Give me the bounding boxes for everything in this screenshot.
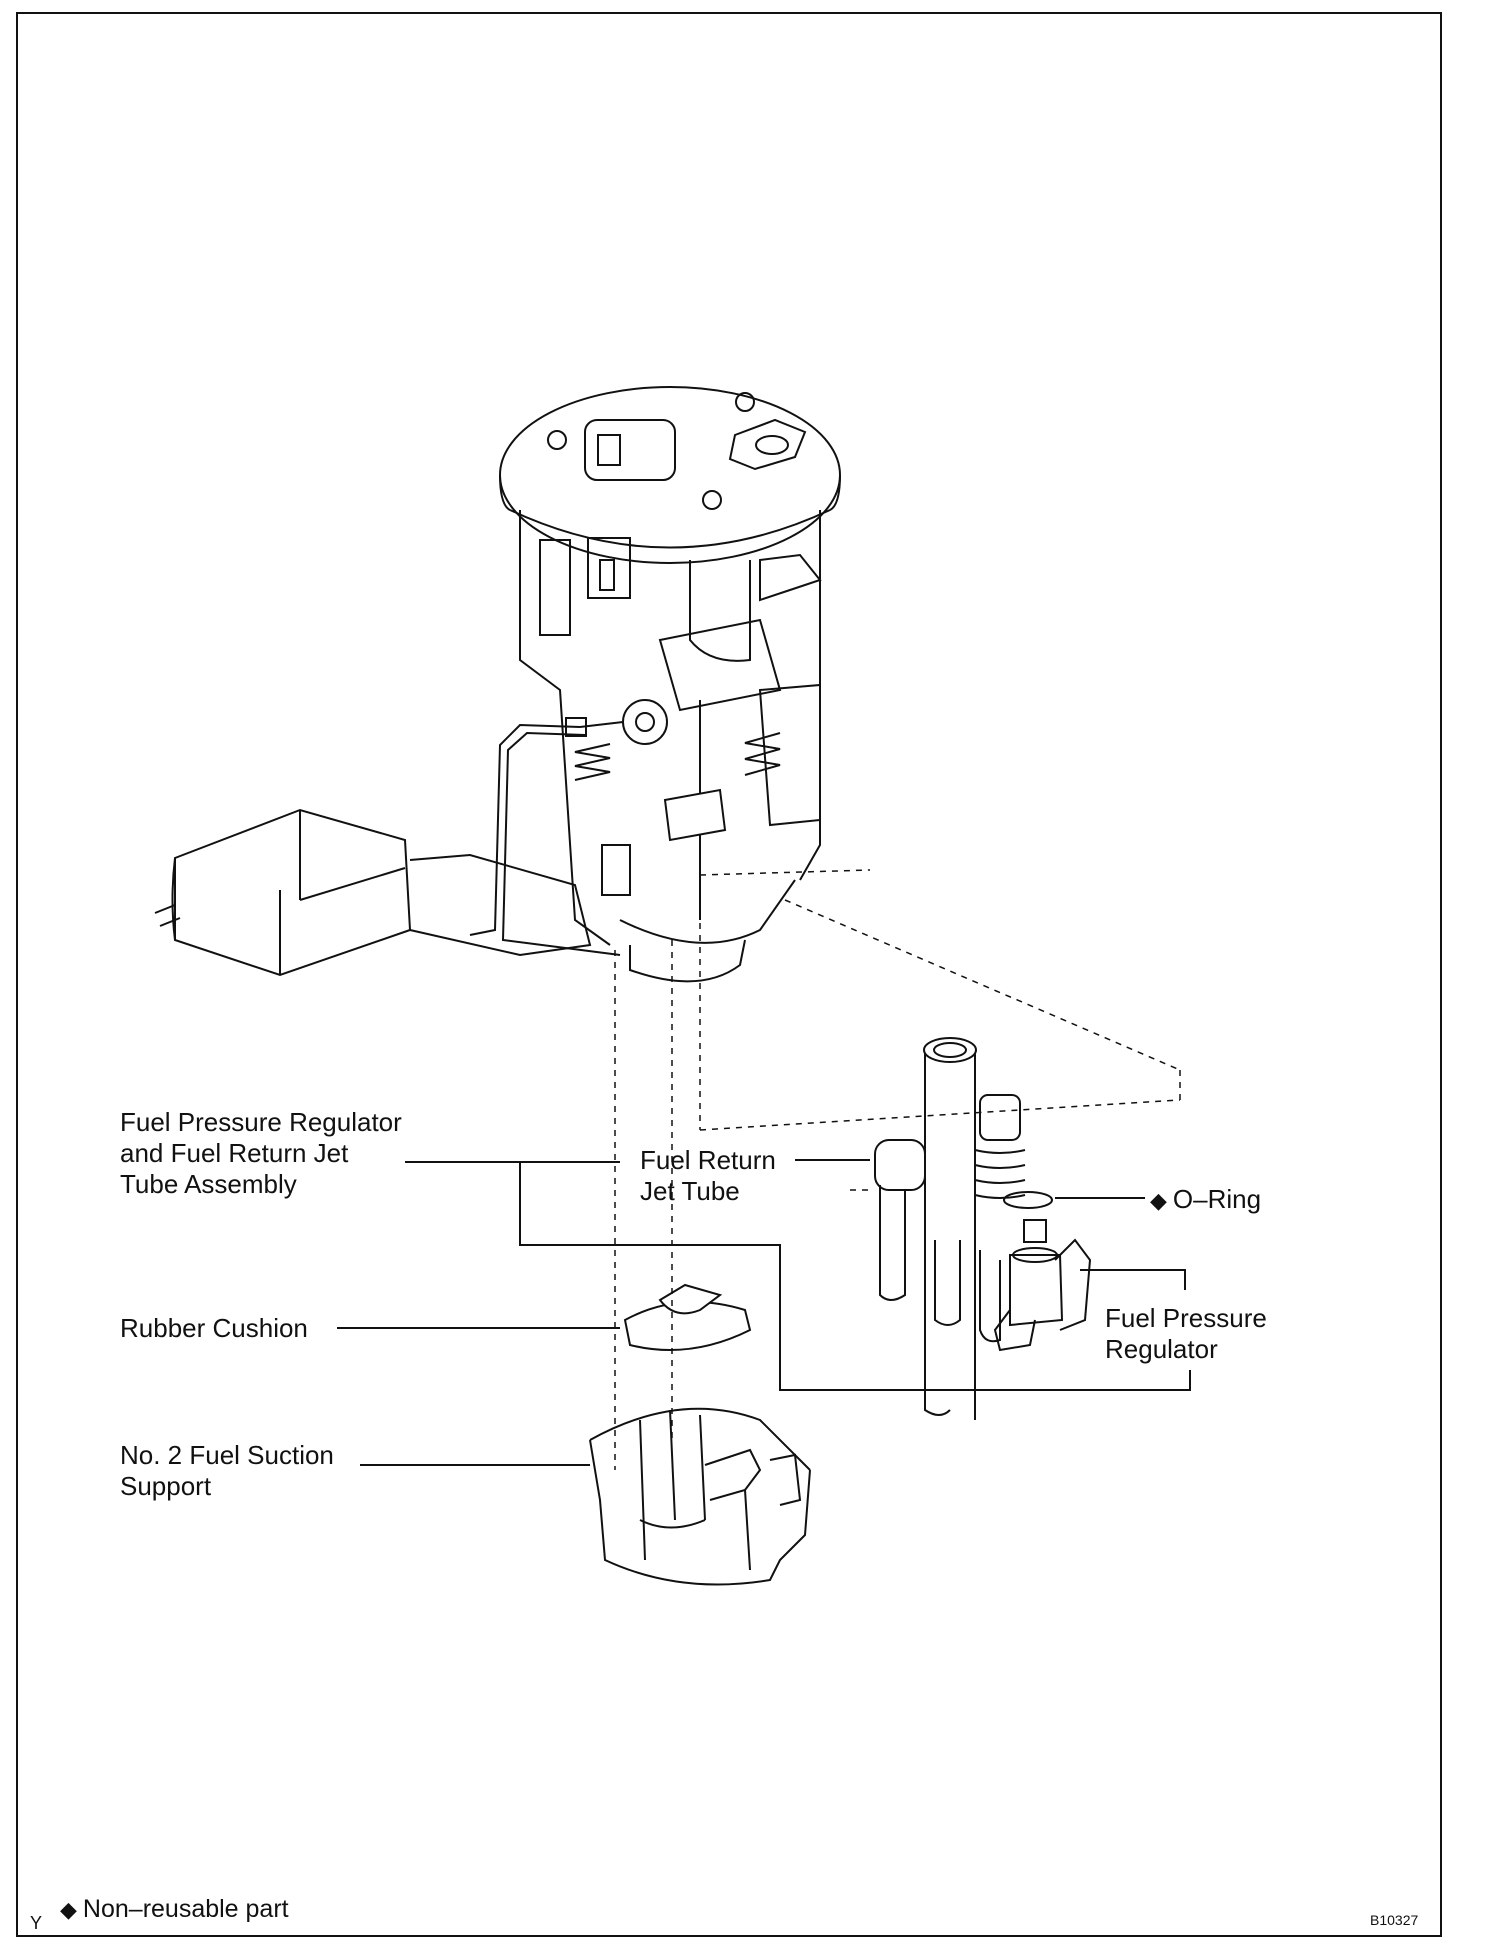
label-line: Fuel Pressure Regulator xyxy=(120,1107,402,1137)
label-line: Regulator xyxy=(1105,1334,1218,1364)
label-text: O–Ring xyxy=(1172,1184,1262,1214)
diagram-frame xyxy=(16,12,1442,1937)
legend-text: Non–reusable part xyxy=(82,1895,289,1923)
label-line: Fuel Return xyxy=(640,1145,776,1175)
label-suction-support: No. 2 Fuel Suction Support xyxy=(120,1440,334,1502)
suction-support-drawing xyxy=(589,1407,811,1586)
label-fuel-pressure-regulator: Fuel Pressure Regulator xyxy=(1105,1303,1267,1365)
pump-body xyxy=(519,510,822,983)
corner-letter: Y xyxy=(30,1913,43,1933)
float-arm xyxy=(154,723,621,977)
legend-non-reusable: ◆Non–reusable part xyxy=(60,1895,289,1924)
label-line: Fuel Pressure xyxy=(1105,1303,1267,1333)
label-line: Tube Assembly xyxy=(120,1169,297,1199)
diamond-icon: ◆ xyxy=(1150,1188,1167,1213)
label-line: Rubber Cushion xyxy=(120,1313,308,1343)
label-line: Jet Tube xyxy=(640,1176,740,1206)
label-line: No. 2 Fuel Suction xyxy=(120,1440,334,1470)
diamond-icon: ◆ xyxy=(60,1897,77,1922)
label-fuel-return-jet-tube: Fuel Return Jet Tube xyxy=(640,1145,776,1207)
label-line: and Fuel Return Jet xyxy=(120,1138,349,1168)
label-line: Support xyxy=(120,1471,212,1501)
figure-code: B10327 xyxy=(1370,1912,1419,1928)
leaders xyxy=(337,1159,1191,1466)
label-regulator-assembly: Fuel Pressure Regulator and Fuel Return … xyxy=(120,1107,402,1200)
pump-flange xyxy=(499,386,841,564)
rubber-cushion-drawing xyxy=(623,1283,752,1351)
regulator-assembly xyxy=(874,1037,1092,1420)
label-rubber-cushion: Rubber Cushion xyxy=(120,1313,308,1344)
guide-lines xyxy=(614,869,1181,1470)
label-o-ring: ◆O–Ring xyxy=(1150,1184,1261,1216)
